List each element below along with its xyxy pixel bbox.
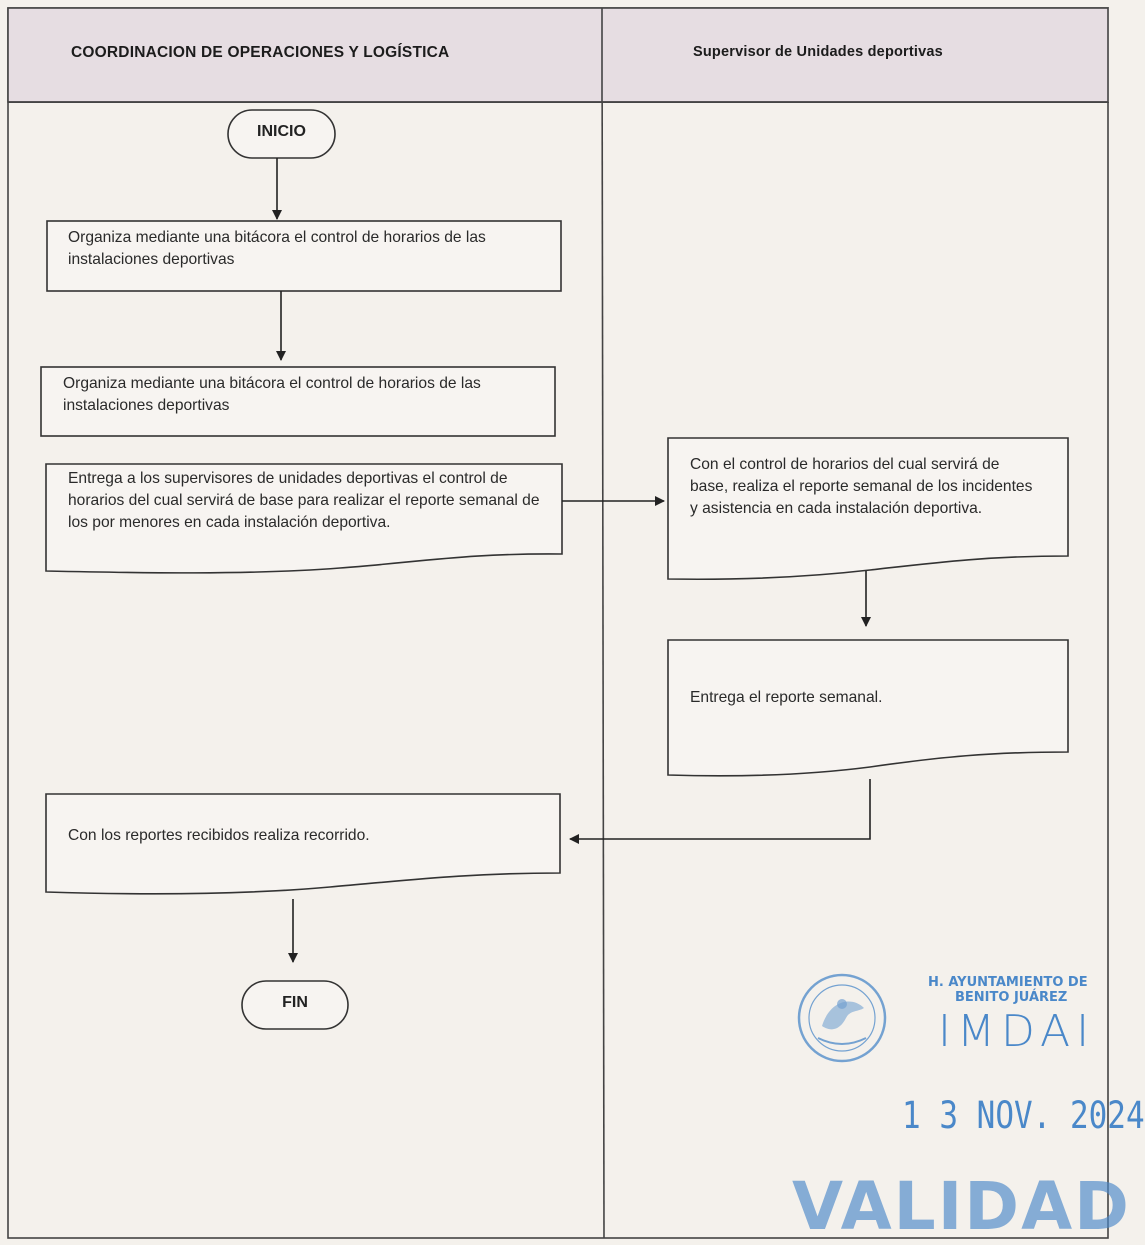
start-label: INICIO	[257, 123, 306, 140]
stamp-acronym: IMDAI	[938, 1006, 1096, 1057]
lane-title-supervisor: Supervisor de Unidades deportivas	[693, 44, 943, 60]
start-terminal	[227, 109, 336, 159]
header-lines	[7, 7, 1109, 103]
lane-divider	[601, 7, 605, 1239]
process-box-organiza-2	[40, 366, 556, 437]
stamp-date: 1 3 NOV. 2024	[902, 1094, 1145, 1138]
end-label: FIN	[282, 994, 308, 1011]
swimlane-header	[8, 8, 1109, 103]
organiza-1-text: Organiza mediante una bitácora el contro…	[68, 229, 486, 268]
end-terminal	[241, 980, 349, 1030]
stamp-line-1: H. AYUNTAMIENTO DE	[928, 975, 1088, 990]
organiza-2-text: Organiza mediante una bitácora el contro…	[63, 375, 481, 414]
reporte-semanal-text: Con el control de horarios del cual serv…	[690, 456, 1033, 517]
process-box-organiza-1	[46, 220, 562, 292]
stamp-status: VALIDAD	[792, 1168, 1131, 1245]
document-recorrido	[45, 793, 561, 895]
mexican-coat-of-arms-seal-icon	[797, 973, 887, 1063]
document-entrega-reporte	[667, 639, 1069, 777]
document-entrega-supervisores	[45, 463, 563, 574]
entrega-supervisores-text: Entrega a los supervisores de unidades d…	[68, 470, 540, 531]
lane-title-coordinacion: COORDINACION DE OPERACIONES Y LOGÍSTICA	[71, 44, 450, 61]
entrega-reporte-text: Entrega el reporte semanal.	[690, 689, 883, 706]
flowchart-canvas	[7, 7, 1109, 1239]
recorrido-text: Con los reportes recibidos realiza recor…	[68, 827, 370, 844]
arrow-entrega-reporte-to-recorrido	[569, 779, 871, 844]
stamp-line-2: BENITO JUÁREZ	[955, 990, 1068, 1005]
document-reporte-semanal	[667, 437, 1069, 581]
